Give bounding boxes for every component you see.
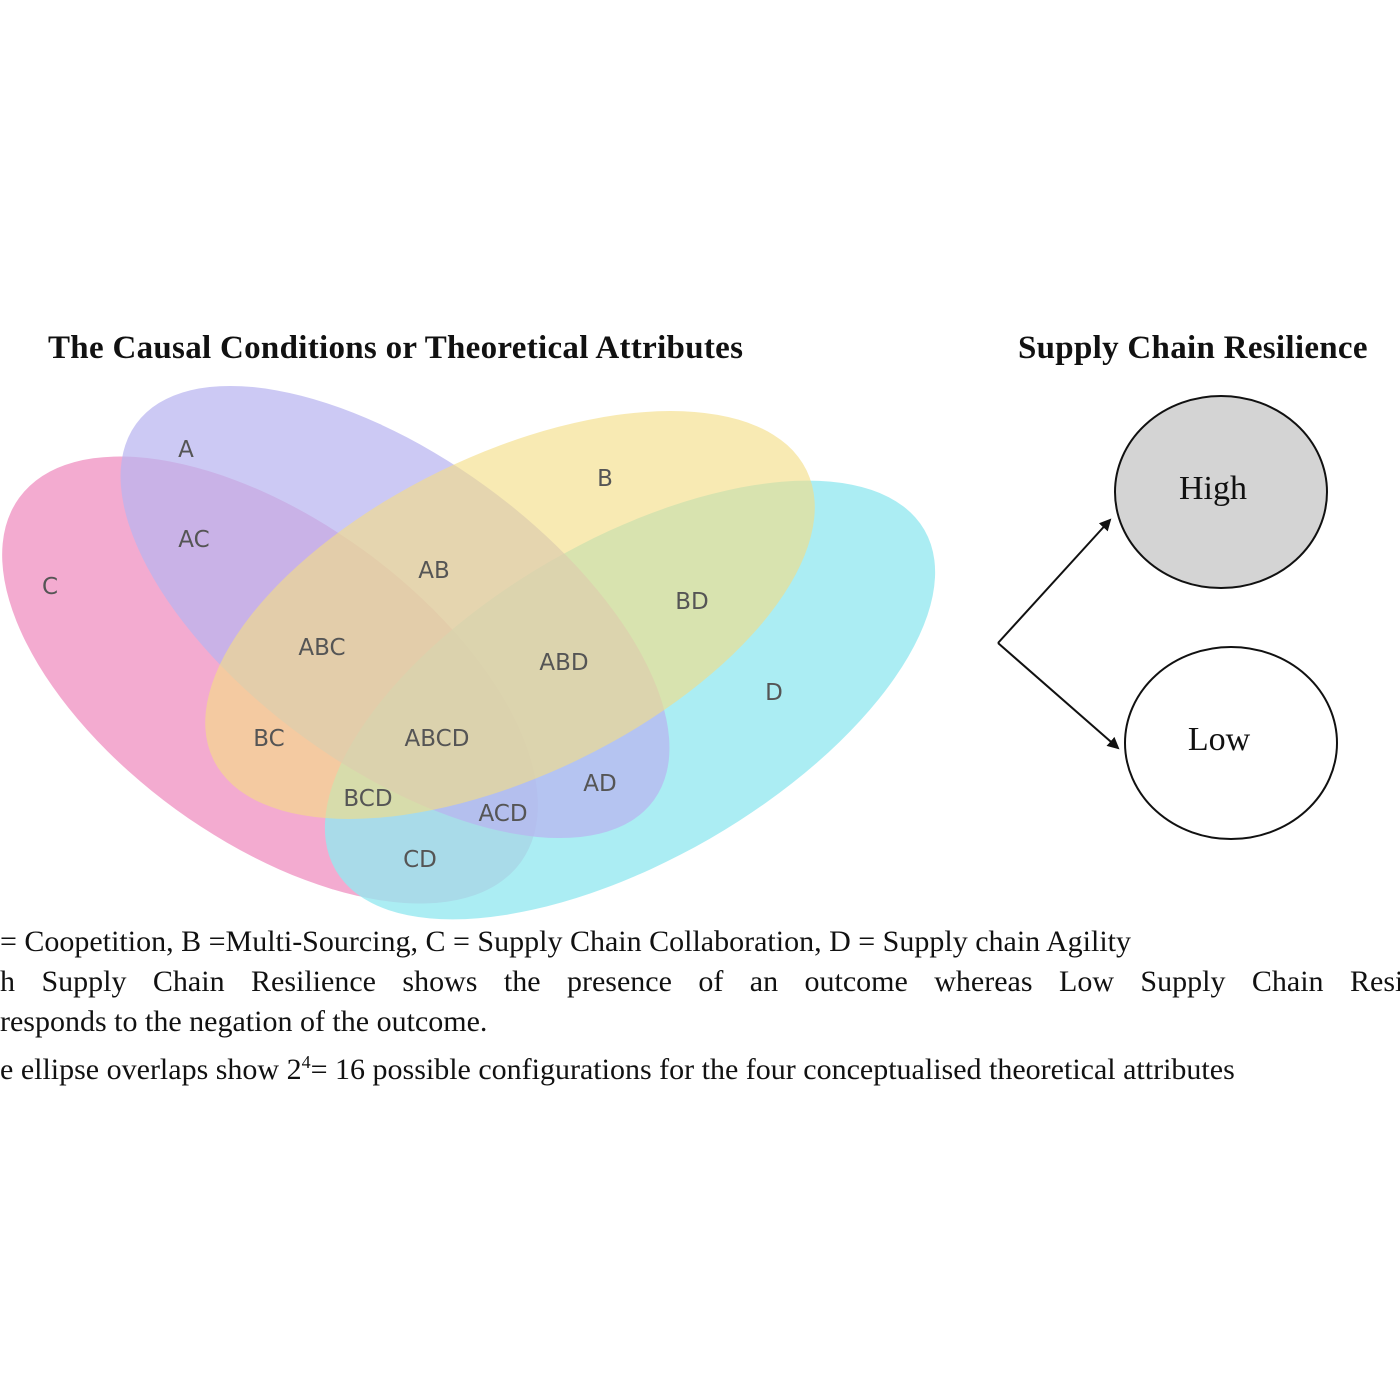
note-line-3: responds to the negation of the outcome. — [0, 1002, 1400, 1042]
set-label-d: D — [765, 680, 783, 706]
set-label-c: C — [42, 574, 58, 600]
outcome-title: Supply Chain Resilience — [1018, 330, 1368, 366]
region-label-acd: ACD — [478, 801, 527, 827]
region-label-bc: BC — [253, 726, 284, 752]
note-line-4-superscript: 4 — [301, 1052, 311, 1072]
region-label-ab: AB — [418, 558, 450, 584]
region-label-ac: AC — [178, 527, 209, 553]
region-label-cd: CD — [403, 847, 437, 873]
venn-ellipses — [2, 385, 936, 920]
outcome-low-node — [1124, 646, 1338, 840]
note-line-1-text: = Coopetition, B =Multi-Sourcing, C = Su… — [0, 925, 1132, 958]
region-label-bcd: BCD — [343, 786, 392, 812]
note-line-4-post: = 16 possible configurations for the fou… — [310, 1053, 1235, 1086]
note-line-4-pre: e ellipse overlaps show 2 — [0, 1053, 302, 1086]
region-label-ad: AD — [583, 771, 616, 797]
note-line-2: h Supply Chain Resilience shows the pres… — [0, 965, 1400, 998]
figure-notes: = Coopetition, B =Multi-Sourcing, C = Su… — [0, 922, 1400, 1094]
note-line-4: e ellipse overlaps show 24= 16 possible … — [0, 1042, 1400, 1086]
note-line-3-text: responds to the negation of the outcome. — [0, 1005, 488, 1038]
region-label-abc: ABC — [298, 635, 345, 661]
outcome-high-label: High — [1179, 470, 1247, 507]
region-label-abd: ABD — [539, 650, 588, 676]
outcome-low-label: Low — [1188, 721, 1251, 758]
venn-title: The Causal Conditions or Theoretical Att… — [48, 330, 744, 366]
set-label-a: A — [178, 437, 194, 463]
arrow-to-low — [997, 642, 1120, 750]
note-line-1: = Coopetition, B =Multi-Sourcing, C = Su… — [0, 922, 1400, 962]
arrow-to-high — [997, 518, 1112, 644]
ellipse-b — [205, 411, 815, 819]
set-label-b: B — [597, 466, 613, 492]
outcome-high-node — [1114, 395, 1328, 589]
region-label-bd: BD — [675, 589, 709, 615]
region-label-abcd: ABCD — [405, 726, 470, 752]
